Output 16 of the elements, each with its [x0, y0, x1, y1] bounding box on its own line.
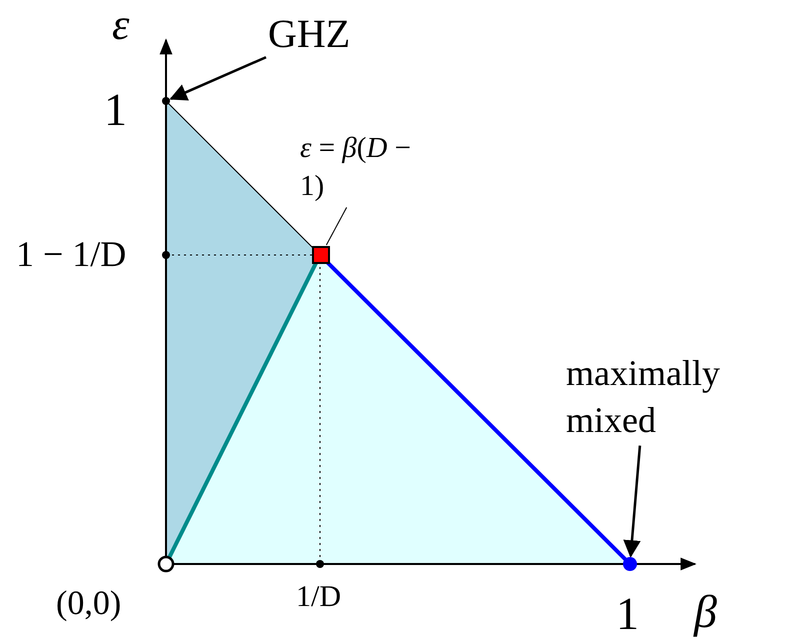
point-marker — [312, 246, 330, 264]
point-dot — [162, 97, 170, 105]
tick-label: 1 — [104, 84, 127, 137]
point-label: (0,0) — [56, 584, 122, 624]
arrow — [169, 56, 266, 100]
arrow — [623, 446, 642, 558]
callout-text: ε = β(D − 1) — [300, 130, 436, 206]
axis-label: ε — [112, 0, 130, 51]
tick-label: 1 — [616, 588, 639, 641]
callout-text: GHZ — [268, 8, 370, 60]
axis-label: β — [694, 586, 717, 639]
tick-label: 1/D — [296, 580, 341, 614]
callout-text: maximally mixed — [566, 350, 722, 444]
tick-label: 1 − 1/D — [16, 234, 126, 276]
leader-line — [326, 206, 348, 246]
point-dot — [623, 557, 637, 571]
